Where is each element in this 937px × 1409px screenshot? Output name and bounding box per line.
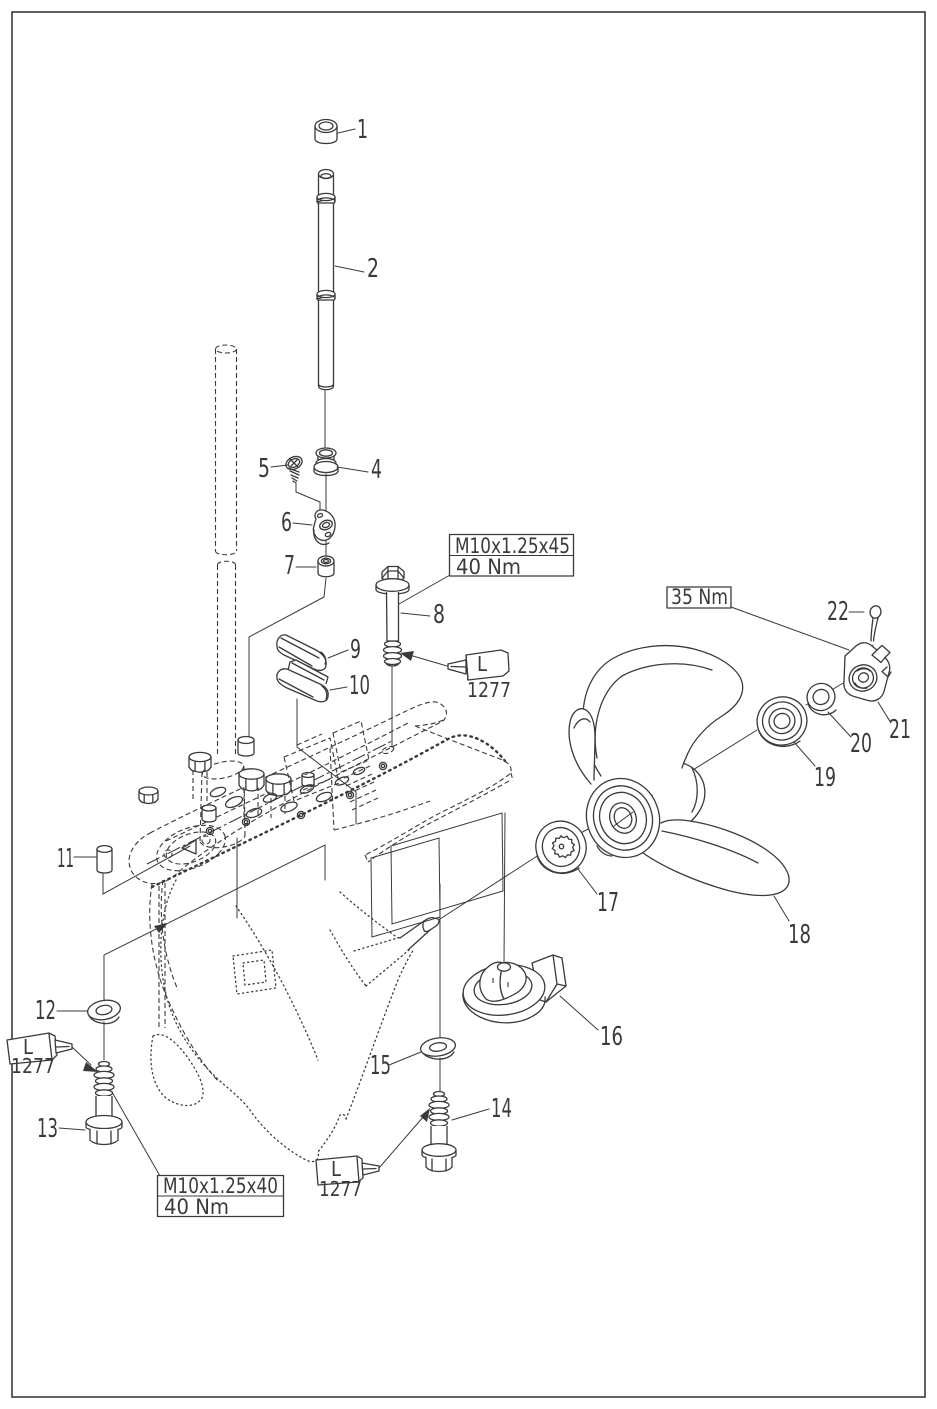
part-1-bushing (314, 118, 338, 145)
part-5-screw (285, 455, 303, 484)
callout-18: 18 (788, 920, 811, 950)
callout-22: 22 (827, 597, 849, 627)
tube2-code: 1277 (11, 1054, 55, 1078)
gearcase-housing (128, 344, 514, 1163)
callout-7: 7 (284, 551, 295, 581)
tube1-letter: L (477, 652, 488, 676)
part-17-spacer (535, 820, 587, 875)
part-6-retainer (312, 509, 336, 546)
spec-bottom-line2: 40 Nm (164, 1195, 229, 1219)
propshaft-stub (399, 916, 440, 951)
callout-20: 20 (850, 729, 872, 759)
threadlock-tube-2: L 1277 (6, 1032, 98, 1078)
part-16-trim-tab (462, 954, 567, 1024)
callout-16: 16 (600, 1022, 623, 1052)
callout-leaders (56, 128, 892, 1131)
tube1-code: 1277 (467, 678, 511, 702)
callout-4: 4 (371, 455, 382, 485)
part-11-pin (96, 844, 113, 874)
callout-5: 5 (258, 454, 270, 484)
part-12-washer (87, 999, 121, 1025)
callout-2: 2 (367, 254, 379, 284)
callout-13: 13 (37, 1114, 58, 1144)
part-13-bolt (85, 1060, 123, 1146)
torque-box-prop-nut: 35 Nm (666, 585, 850, 651)
callout-11: 11 (57, 844, 74, 874)
part-22-cotter-pin (869, 605, 882, 642)
part-21-castle-nut (843, 642, 892, 702)
callout-numbers: 1 2 4 5 6 7 8 9 10 11 12 13 14 15 16 17 … (35, 115, 911, 1144)
tube3-code: 1277 (319, 1177, 362, 1201)
part-2-drive-shaft (316, 168, 336, 391)
part-9-anode (276, 634, 327, 672)
deck-nuts (138, 735, 315, 823)
callout-6: 6 (281, 508, 292, 538)
part-20-washer (806, 682, 837, 716)
spec-bottom-line1: M10x1.25x40 (163, 1174, 278, 1198)
callout-9: 9 (350, 635, 361, 665)
torque-prop-nut-label: 35 Nm (671, 585, 728, 609)
tube2-letter: L (23, 1035, 34, 1059)
tube3-letter: L (331, 1157, 342, 1181)
part-8-bolt (375, 565, 410, 667)
part-7-bushing (317, 555, 335, 578)
callout-21: 21 (889, 715, 911, 745)
spec-box-bottom: M10x1.25x40 40 Nm (111, 1091, 285, 1219)
threadlock-tube-1: L 1277 (400, 649, 511, 702)
threadlock-tube-3: L 1277 (315, 1108, 430, 1201)
callout-15: 15 (370, 1051, 391, 1081)
spec-top-line2: 40 Nm (456, 555, 521, 579)
callout-8: 8 (433, 600, 445, 630)
callout-12: 12 (35, 996, 56, 1026)
page-border (11, 11, 926, 1398)
part-10-channel (276, 659, 329, 703)
part-15-washer (419, 1037, 457, 1060)
callout-14: 14 (491, 1094, 512, 1124)
part-4-grommet (313, 447, 339, 477)
part-19-bearing (756, 696, 808, 748)
part-14-bolt (421, 1090, 457, 1173)
callout-1: 1 (357, 115, 368, 145)
part-18-propeller (568, 644, 790, 897)
callout-17: 17 (597, 888, 619, 918)
callout-19: 19 (814, 763, 836, 793)
spec-box-top: M10x1.25x45 40 Nm (398, 533, 575, 605)
spec-top-line1: M10x1.25x45 (455, 534, 570, 558)
callout-10: 10 (349, 671, 370, 701)
